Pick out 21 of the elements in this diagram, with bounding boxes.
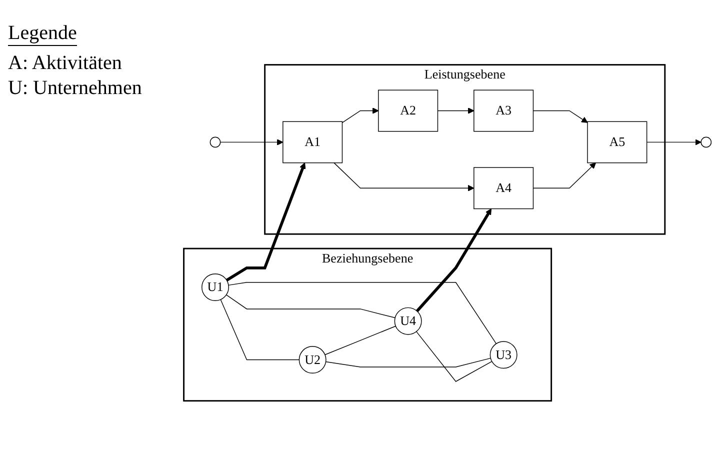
arrow xyxy=(437,107,474,114)
arrow xyxy=(226,162,306,282)
legend-entry: U: Unternehmen xyxy=(8,77,142,99)
arrow xyxy=(532,110,588,123)
activity-box: A4 xyxy=(474,166,534,209)
company-circle: U3 xyxy=(490,340,518,368)
activity-box: A5 xyxy=(587,120,648,163)
legend-entry: A: Aktivitäten xyxy=(8,52,122,74)
arrow xyxy=(646,138,702,146)
arrow xyxy=(342,107,379,123)
legend-heading: Legende xyxy=(8,22,77,46)
arrow xyxy=(334,162,474,191)
company-circle: U1 xyxy=(202,273,230,301)
activity-box: A2 xyxy=(378,89,438,132)
activity-box: A3 xyxy=(474,89,534,132)
arrow xyxy=(220,138,284,146)
company-circle: U2 xyxy=(298,346,326,374)
activity-box: A1 xyxy=(282,120,343,163)
arrow xyxy=(416,208,492,312)
arrow xyxy=(532,162,596,188)
company-circle: U4 xyxy=(394,307,422,334)
